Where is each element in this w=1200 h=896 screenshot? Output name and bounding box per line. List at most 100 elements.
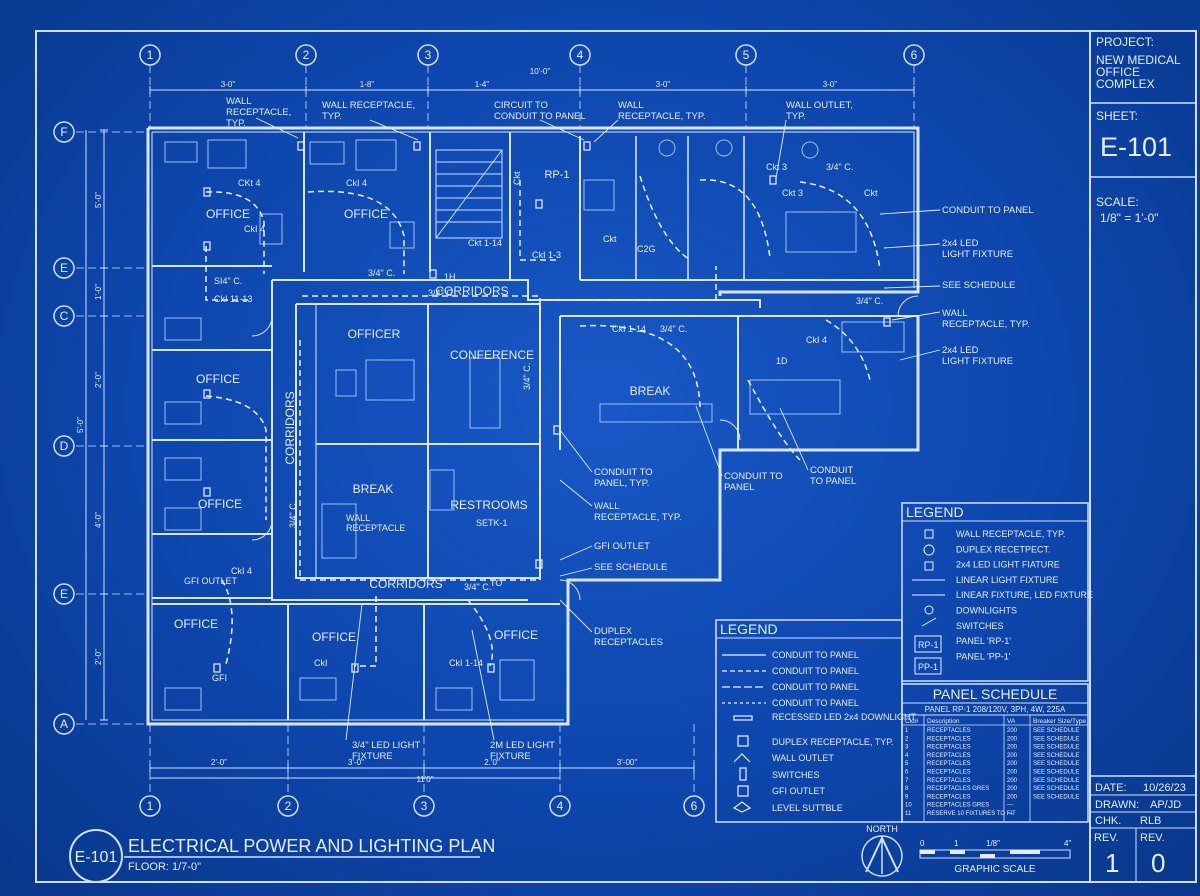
schedule-cell: 2 bbox=[905, 736, 909, 742]
room-label: OFFICE bbox=[198, 497, 242, 511]
dimension-text: 3-0" bbox=[823, 80, 838, 89]
level-symbol bbox=[732, 801, 752, 813]
callout-text: WALL bbox=[226, 96, 252, 107]
plan-annotation: 3/4" C. bbox=[428, 288, 455, 298]
schedule-cell: SEE SCHEDULE bbox=[1033, 728, 1079, 734]
legend-b-item: CONDUIT TO PANEL bbox=[772, 682, 859, 692]
dimension-text: 2'-0" bbox=[211, 758, 227, 767]
conduit-runs bbox=[205, 175, 881, 667]
plan-annotation: CKt 4 bbox=[238, 178, 261, 188]
plan-annotation: GFI OUTLET bbox=[184, 576, 238, 586]
room-label: OFFICE bbox=[494, 628, 538, 642]
dimension-text: 5'-0" bbox=[94, 192, 103, 208]
dimension-text: 3'-0" bbox=[348, 758, 364, 767]
grid-column-label: 6 bbox=[691, 799, 698, 813]
plan-annotation: TO bbox=[490, 578, 502, 588]
legend-b-title: LEGEND bbox=[720, 621, 778, 637]
grid-row-label: A bbox=[60, 717, 68, 731]
schedule-cell: SEE SCHEDULE bbox=[1033, 736, 1079, 742]
leader-line bbox=[593, 119, 619, 143]
panel-schedule-title: PANEL SCHEDULE bbox=[933, 686, 1057, 702]
plan-annotation: SI4" C. bbox=[214, 276, 242, 286]
grid-column-label: 5 bbox=[743, 48, 750, 62]
callout-text: RECEPTACLE, bbox=[226, 107, 291, 118]
schedule-cell: 200 bbox=[1007, 794, 1018, 800]
scale-tick: 1 bbox=[954, 839, 959, 848]
grid-row-label: C bbox=[60, 309, 69, 323]
plan-annotation: CkI 4 bbox=[346, 178, 367, 188]
grid-row-label: F bbox=[60, 125, 67, 139]
legend-b-item: GFI OUTLET bbox=[772, 786, 826, 796]
grid-bubble bbox=[413, 795, 435, 817]
schedule-cell: 200 bbox=[1007, 786, 1018, 792]
drawing-title: E-101 ELECTRICAL POWER AND LIGHTING PLAN… bbox=[69, 829, 495, 883]
legend-a-item: LINEAR LIGHT FIXTURE bbox=[956, 575, 1058, 585]
grid-bubble bbox=[139, 795, 161, 817]
plan-annotation: CkI 11-13 bbox=[214, 294, 252, 304]
grid-bubble bbox=[53, 583, 75, 605]
callout-text: DUPLEX bbox=[594, 626, 633, 637]
legend-b-item: WALL OUTLET bbox=[772, 753, 834, 763]
dimension-text: 3'-00" bbox=[617, 758, 638, 767]
switches-symbol bbox=[739, 767, 747, 781]
callout-text: WALL RECEPTACLE, bbox=[322, 100, 415, 111]
plan-annotation: 3/4" C. bbox=[856, 296, 883, 306]
panel-tag: PP-1 bbox=[918, 662, 938, 672]
room-label: BREAK bbox=[630, 384, 671, 398]
panel-schedule-subtitle: PANEL RP-1 208/120V, 3PH, 4W, 225A bbox=[925, 705, 1066, 714]
schedule-cell: SEE SCHEDULE bbox=[1033, 778, 1079, 784]
panel-schedule: PANEL SCHEDULE PANEL RP-1 208/120V, 3PH,… bbox=[901, 683, 1089, 823]
plan-annotation: 3/4" C. bbox=[522, 363, 532, 390]
room-label: OFFICE bbox=[174, 617, 218, 631]
schedule-cell: 200 bbox=[1007, 745, 1018, 751]
grid-bubble bbox=[53, 121, 75, 143]
grid-column-label: 4 bbox=[557, 799, 564, 813]
schedule-cell: RECEPTACLES bbox=[927, 745, 971, 751]
schedule-cell: RECEPTACLES bbox=[927, 753, 971, 759]
grid-bubble bbox=[683, 795, 705, 817]
north-label: NORTH bbox=[866, 824, 898, 834]
schedule-header: Breaker Size/Type bbox=[1033, 718, 1086, 725]
leader-line bbox=[345, 603, 363, 741]
plan-annotation: Ckt bbox=[512, 171, 522, 185]
grid-column-label: 2 bbox=[285, 799, 292, 813]
schedule-cell: 8 bbox=[905, 786, 909, 792]
callout-text: WALL bbox=[594, 501, 620, 512]
leader-line bbox=[255, 117, 299, 139]
plan-annotation: Ckt 1-14 bbox=[468, 238, 502, 248]
plan-annotation: Ckt 3 bbox=[782, 188, 803, 198]
schedule-cell: SEE SCHEDULE bbox=[1033, 753, 1079, 759]
legend-a-item: 2x4 LED LIGHT FIATURE bbox=[956, 560, 1060, 570]
leader-line bbox=[559, 479, 593, 507]
legend-a: LEGEND RP-1 PP-1 bbox=[901, 502, 1089, 682]
grid-column-label: 3 bbox=[421, 799, 428, 813]
callout-text: LIGHT FIXTURE bbox=[942, 249, 1013, 260]
date-value: 10/26/23 bbox=[1143, 782, 1186, 794]
rev2-label: REV. bbox=[1140, 832, 1165, 844]
callout-text: CONDUIT TO bbox=[594, 467, 653, 478]
room-label: OFFICER bbox=[348, 327, 401, 341]
schedule-cell: SEE SCHEDULE bbox=[1033, 794, 1079, 800]
project-line: NEW MEDICAL bbox=[1096, 53, 1181, 67]
grid-bubble bbox=[277, 795, 299, 817]
panel-pp1-symbol bbox=[914, 657, 942, 675]
callout-text: TYP. bbox=[226, 118, 246, 129]
schedule-cell: 11 bbox=[905, 811, 912, 817]
north-arrow: NORTH bbox=[861, 824, 903, 877]
schedule-cell: 5 bbox=[905, 761, 909, 767]
plan-annotation: CkI 1-3 bbox=[532, 250, 561, 260]
schedule-cell: RECEPTACLES bbox=[927, 736, 971, 742]
room-label: CONFERENCE bbox=[450, 348, 534, 362]
callout-text: RECEPTACLE, TYP. bbox=[594, 512, 682, 523]
scale-tick: 0 bbox=[920, 839, 925, 848]
callout-text: CONDUIT TO bbox=[724, 471, 783, 482]
schedule-header: Description bbox=[927, 718, 960, 725]
plan-annotation: 1H bbox=[444, 272, 456, 282]
callout-text: SEE SCHEDULE bbox=[594, 562, 667, 573]
callout-text: 2x4 LED bbox=[942, 345, 979, 356]
legend-b-item: DUPLEX RECEPTACLE, TYP. bbox=[772, 737, 894, 747]
plan-annotation: 1D bbox=[776, 356, 788, 366]
callout-text: WALL bbox=[942, 308, 968, 319]
sheet-number: E-101 bbox=[1100, 132, 1172, 162]
